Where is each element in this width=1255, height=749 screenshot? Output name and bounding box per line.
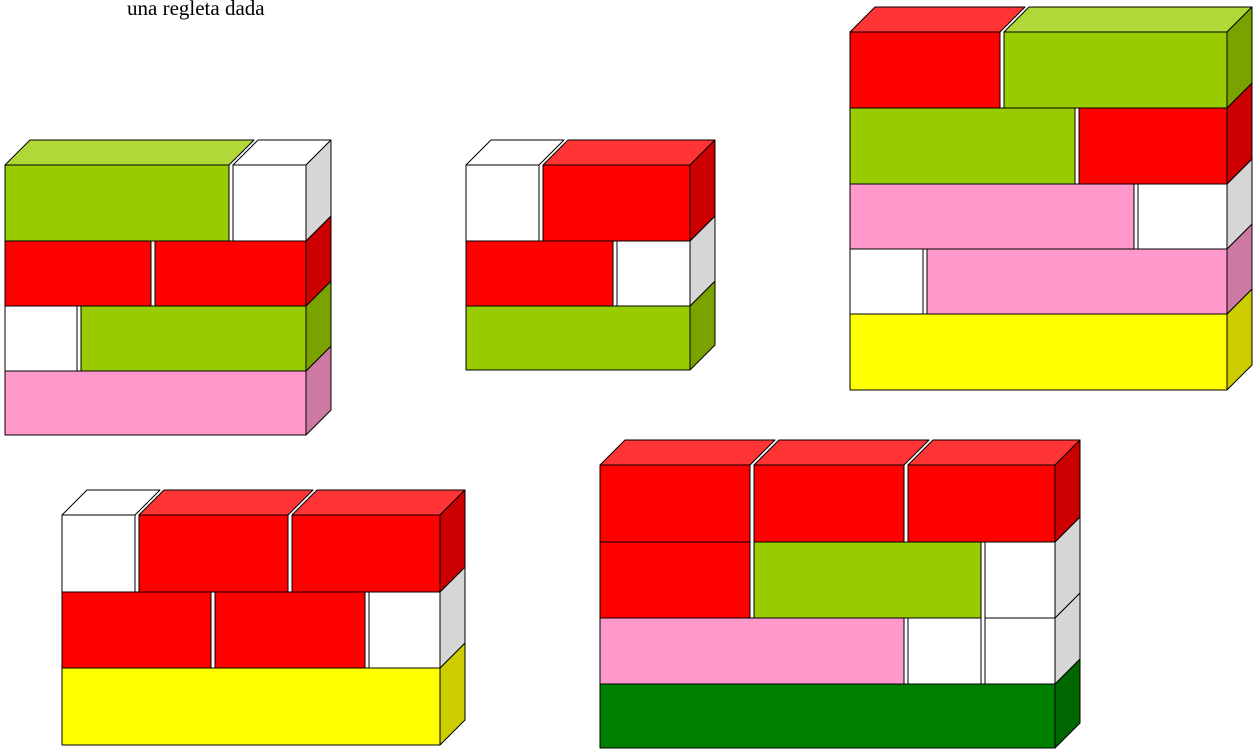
wall-1-block-2-0-front [5,306,77,371]
wall-5-block-0-0-front [600,465,750,542]
wall-3-block-0-1-top [1004,7,1252,32]
wall-5 [600,440,1080,748]
wall-3-block-0-0-front [850,32,1000,108]
wall-5-block-0-2-front [908,465,1055,542]
wall-3-block-0-1-front [1004,32,1227,108]
wall-1-block-3-0-front [5,371,306,435]
wall-2 [466,140,715,370]
wall-5-block-1-2-front [985,542,1055,618]
wall-5-block-0-1-top [754,440,929,465]
wall-5-block-3-0-front [600,684,1055,748]
wall-2-block-0-1-front [543,165,690,241]
wall-2-block-1-0-front [466,241,613,306]
wall-5-block-2-0-front [600,618,904,684]
wall-1-block-0-0-top [5,140,254,165]
wall-1-block-1-1-front [155,241,306,306]
wall-5-block-0-2-top [908,440,1080,465]
wall-5-block-1-0-front [600,542,750,618]
wall-4-block-0-1-front [139,515,288,592]
wall-5-block-2-2-front [985,618,1055,684]
wall-2-block-0-1-top [543,140,715,165]
wall-4-block-0-1-top [139,490,313,515]
wall-3-block-1-1-front [1079,108,1227,184]
wall-3-block-3-1-front [927,249,1227,314]
wall-3-block-0-0-top [850,7,1025,32]
wall-4-block-1-1-front [215,592,365,668]
wall-4-block-0-2-top [292,490,465,515]
wall-5-block-1-1-front [754,542,981,618]
wall-5-block-0-1-front [754,465,904,542]
wall-5-block-2-1-front [908,618,981,684]
wall-2-block-0-0-front [466,165,539,241]
wall-1-block-0-0-front [5,165,229,241]
wall-1-block-2-1-front [81,306,306,371]
wall-4-block-0-0-front [62,515,135,592]
wall-3-block-1-0-front [850,108,1075,184]
wall-4-block-1-0-front [62,592,211,668]
wall-4-block-1-2-front [369,592,440,668]
wall-3 [850,7,1252,390]
wall-4-block-0-2-front [292,515,440,592]
wall-3-block-2-1-front [1138,184,1227,249]
wall-3-block-2-0-front [850,184,1134,249]
wall-4 [62,490,465,745]
wall-1 [5,140,331,435]
wall-1-block-1-0-front [5,241,151,306]
wall-2-block-1-1-front [617,241,690,306]
wall-1-block-0-1-front [233,165,306,241]
wall-4-block-2-0-front [62,668,440,745]
wall-3-block-3-0-front [850,249,923,314]
wall-2-block-2-0-front [466,306,690,370]
wall-3-block-4-0-front [850,314,1227,390]
wall-5-block-0-0-top [600,440,775,465]
